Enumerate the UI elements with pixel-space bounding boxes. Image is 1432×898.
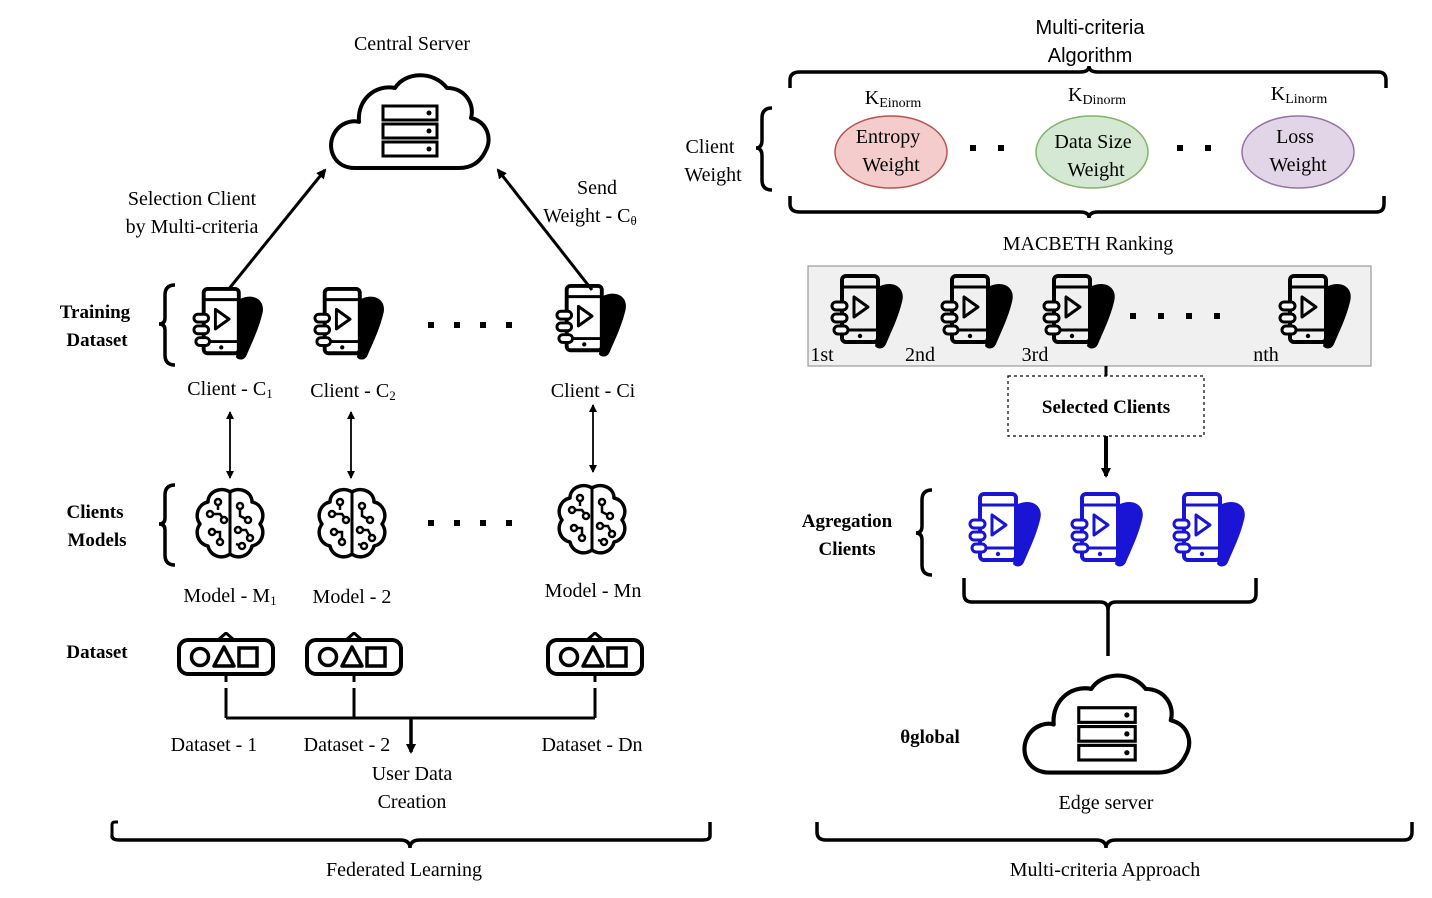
dataset-shapes-icon <box>546 632 644 682</box>
data-size-weight-node <box>1035 115 1149 189</box>
selection-arrow <box>226 168 327 291</box>
brain-circuit-icon <box>317 487 387 559</box>
ellipsis-dots <box>428 520 512 526</box>
models-brace <box>158 483 176 567</box>
dataset-shapes-icon <box>305 632 403 682</box>
client-i-label: Client - Ci <box>551 380 636 402</box>
loss-label-2: Weight <box>1269 154 1327 176</box>
aggregation-phone-icon <box>1172 492 1247 569</box>
ellipsis-dots <box>1130 313 1220 319</box>
dataset-merge-lines <box>224 688 597 720</box>
aggregation-phone-icon <box>1070 492 1145 569</box>
federated-brace <box>110 822 712 849</box>
k-einorm-label: KEinorm <box>865 87 922 111</box>
multi-criteria-approach-label: Multi-criteria Approach <box>1010 859 1201 881</box>
selection-label-line2: by Multi-criteria <box>126 216 259 238</box>
algorithm-label-1: Multi-criteria <box>1036 17 1146 39</box>
user-data-label-1: User Data <box>372 763 453 785</box>
client-2-label: Client - C2 <box>310 380 395 403</box>
k-linorm-label: KLinorm <box>1271 83 1328 107</box>
aggregation-bottom-brace <box>962 578 1258 611</box>
brain-circuit-icon <box>195 487 265 559</box>
model-1-label: Model - M1 <box>183 585 276 608</box>
loss-label-1: Loss <box>1276 126 1314 148</box>
row-label-dataset: Dataset <box>66 642 128 663</box>
model-2-label: Model - 2 <box>313 586 392 608</box>
rank-nth-label: nth <box>1253 344 1279 366</box>
client-weight-label-1: Client <box>686 136 735 158</box>
client-phone-icon <box>192 286 265 362</box>
aggregation-label-1: Agregation <box>802 511 893 532</box>
approach-brace <box>815 822 1414 849</box>
k-dinorm-label: KDinorm <box>1068 84 1126 108</box>
client-phone-icon <box>313 286 386 362</box>
rank-3rd-label: 3rd <box>1022 344 1049 366</box>
entropy-weight-node <box>834 115 948 189</box>
send-weight-arrow <box>496 168 594 291</box>
edge-server-label: Edge server <box>1059 792 1154 814</box>
macbeth-ranking-label: MACBETH Ranking <box>1003 233 1174 255</box>
selected-clients-label: Selected Clients <box>1042 397 1170 418</box>
dataset-n-label: Dataset - Dn <box>541 734 642 756</box>
client-weight-brace <box>755 106 773 192</box>
datasize-label-1: Data Size <box>1054 131 1131 153</box>
selection-label-line1: Selection Client <box>128 188 257 210</box>
client-1-label: Client - C1 <box>187 378 272 401</box>
rank-1st-label: 1st <box>810 344 834 366</box>
dataset-1-label: Dataset - 1 <box>171 734 258 756</box>
edge-server-cloud-icon <box>1024 676 1189 773</box>
row-label-training-1: Training <box>60 302 131 323</box>
row-label-models-2: Models <box>67 530 126 551</box>
aggregation-label-2: Clients <box>819 539 876 560</box>
brain-circuit-icon <box>557 483 627 555</box>
client-phone-icon <box>555 283 628 359</box>
algorithm-label-2: Algorithm <box>1048 45 1132 67</box>
algorithm-brace <box>788 65 1388 88</box>
datasize-label-2: Weight <box>1067 159 1125 181</box>
entropy-label-1: Entropy <box>856 126 920 148</box>
entropy-label-2: Weight <box>862 154 920 176</box>
loss-weight-node <box>1241 115 1355 189</box>
send-label-line1: Send <box>577 177 617 199</box>
training-brace <box>158 283 176 367</box>
aggregation-phone-icon <box>968 492 1043 569</box>
central-server-label: Central Server <box>354 33 470 55</box>
dataset-2-label: Dataset - 2 <box>304 734 391 756</box>
weight-bottom-brace <box>788 196 1386 219</box>
send-label-line2: Weight - Cθ <box>543 205 637 228</box>
theta-global-label: θglobal <box>900 727 960 748</box>
selected-clients-box <box>1007 375 1205 437</box>
row-label-training-2: Dataset <box>66 330 128 351</box>
ellipsis-dots <box>970 145 1211 151</box>
federated-learning-label: Federated Learning <box>326 859 482 881</box>
rank-2nd-label: 2nd <box>905 344 935 366</box>
user-data-label-2: Creation <box>378 791 447 813</box>
ellipsis-dots <box>428 322 512 328</box>
client-weight-label-2: Weight <box>684 164 742 186</box>
aggregation-brace <box>915 488 933 577</box>
model-n-label: Model - Mn <box>545 580 642 602</box>
row-label-models-1: Clients <box>67 502 124 523</box>
dataset-shapes-icon <box>177 632 275 682</box>
central-server-cloud-icon <box>329 73 491 170</box>
